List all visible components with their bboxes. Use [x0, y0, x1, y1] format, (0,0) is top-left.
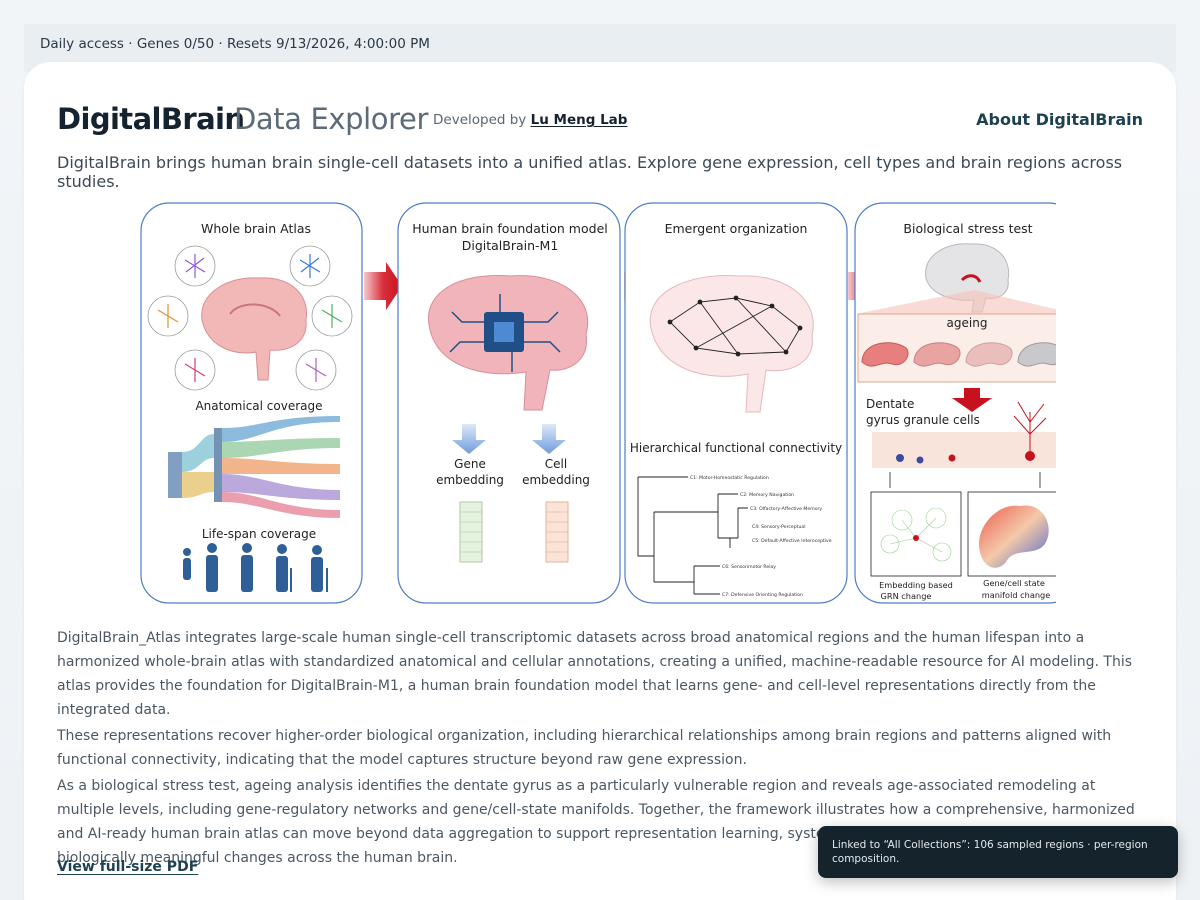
- down-arrow-gene: [452, 424, 486, 454]
- cell-glyph: [184, 358, 206, 382]
- panel-foundation-model: Human brain foundation model DigitalBrai…: [397, 202, 621, 604]
- lifespan-people: [183, 543, 328, 592]
- leaf-c2: C2: Memory Navigation: [740, 492, 794, 498]
- panel-emergent-organization: Emergent organization Hierarchical funct…: [624, 202, 848, 604]
- person-icon: [241, 543, 253, 592]
- dentate-label-1: Dentate: [866, 397, 914, 411]
- brain-illustration: [201, 277, 307, 381]
- sankey-flow: [222, 458, 340, 474]
- developed-by-prefix: Developed by: [433, 112, 531, 128]
- grn-network: [880, 507, 952, 562]
- panel-2-title-line1: Human brain foundation model: [412, 221, 607, 236]
- leaf-c1: C1: Motor-Homeostatic Regulation: [690, 475, 769, 481]
- sankey-node: [214, 428, 222, 502]
- ageing-label: ageing: [947, 316, 988, 330]
- panel-2-frame: [397, 202, 621, 604]
- toast-notification: Linked to “All Collections”: 106 sampled…: [818, 826, 1178, 878]
- panel-4-title: Biological stress test: [903, 221, 1032, 236]
- leaf-c4: C4: Sensory-Perceptual: [752, 524, 805, 530]
- cell-label-1: Cell: [545, 457, 567, 471]
- brand-title: DigitalBrain: [57, 102, 245, 136]
- manifold-label-2: manifold change: [982, 590, 1051, 600]
- leaf-c6: C6: Sensorimotor Relay: [722, 564, 776, 570]
- gene-label-2: embedding: [436, 473, 504, 487]
- sankey-flow: [222, 474, 340, 500]
- gene-embedding-vector: [459, 501, 483, 563]
- sankey-flow: [222, 492, 340, 518]
- developed-by: Developed by Lu Meng Lab: [433, 112, 627, 128]
- grn-plot-frame: [870, 491, 962, 577]
- view-pdf-link[interactable]: View full-size PDF: [57, 859, 199, 875]
- lifespan-coverage-label: Life-span coverage: [202, 527, 316, 541]
- cell-glyph: [305, 358, 327, 382]
- grn-label-2: GRN change: [881, 591, 932, 601]
- panel-2-title-line2: DigitalBrain-M1: [462, 238, 559, 253]
- chip-core: [494, 322, 514, 342]
- grn-hub: [913, 535, 919, 541]
- lab-link[interactable]: Lu Meng Lab: [530, 112, 628, 128]
- chip-traces: [449, 294, 561, 372]
- manifold-shape: [978, 505, 1049, 568]
- page-header: DigitalBrain Data Explorer Developed by …: [57, 100, 1143, 140]
- dentate-label-2: gyrus granule cells: [866, 413, 980, 427]
- sankey-flow: [182, 434, 214, 472]
- down-arrow-red: [952, 388, 992, 412]
- intro-text: DigitalBrain brings human brain single-c…: [57, 153, 1123, 191]
- description-paragraph-2: These representations recover higher-ord…: [57, 728, 1112, 768]
- about-link[interactable]: About DigitalBrain: [976, 110, 1143, 129]
- neuron-dendrites: [1013, 401, 1047, 452]
- cell-glyph: [157, 304, 179, 328]
- leaf-c5: C5: Default-Affective Interoceptive: [752, 538, 832, 544]
- brain-network-illustration: [649, 275, 814, 413]
- sankey-flow: [222, 438, 340, 458]
- cell-glyph: [299, 254, 321, 278]
- anatomical-sankey: [168, 416, 340, 518]
- person-icon: [276, 544, 292, 592]
- panel-whole-brain-atlas: Whole brain Atlas Anatomical c: [140, 202, 363, 604]
- description-paragraph-1: DigitalBrain_Atlas integrates large-scal…: [57, 630, 1133, 718]
- anatomical-coverage-label: Anatomical coverage: [195, 399, 322, 413]
- split-arrows: [889, 472, 1041, 488]
- tissue-strip: [872, 432, 1056, 468]
- cell-glyph: [184, 254, 206, 278]
- manifold-label-1: Gene/cell state: [983, 578, 1045, 588]
- granule-cells: [896, 451, 1035, 464]
- dendrogram-leaves: C1: Motor-Homeostatic Regulation C2: Mem…: [690, 475, 832, 598]
- cell-label-2: embedding: [522, 473, 590, 487]
- daily-access-text: Daily access · Genes 0/50 · Resets 9/13/…: [40, 36, 430, 52]
- cell-glyphs: [157, 254, 343, 382]
- description: DigitalBrain_Atlas integrates large-scal…: [57, 626, 1147, 872]
- panel-1-title: Whole brain Atlas: [201, 221, 311, 236]
- leaf-c3: C3: Olfactory-Affective Memory: [750, 506, 822, 512]
- hierarchical-connectivity-label: Hierarchical functional connectivity: [630, 441, 842, 455]
- sankey-node: [168, 452, 182, 498]
- zoom-cone: [856, 290, 1056, 314]
- panel-3-title: Emergent organization: [665, 221, 808, 236]
- person-icon: [183, 548, 191, 580]
- main-card: DigitalBrain Data Explorer Developed by …: [24, 62, 1176, 900]
- grn-label-1: Embedding based: [879, 580, 953, 590]
- sankey-flow: [222, 416, 340, 442]
- toast-text: Linked to “All Collections”: 106 sampled…: [832, 839, 1148, 865]
- cell-embedding-vector: [545, 501, 569, 563]
- overview-figure: Whole brain Atlas Anatomical c: [140, 202, 1056, 604]
- network-nodes: [667, 295, 803, 357]
- flow-arrow-1: [364, 262, 402, 310]
- panel-stress-test: Biological stress test ageing Dentate gy…: [854, 202, 1056, 604]
- down-arrow-cell: [532, 424, 566, 454]
- person-icon: [206, 543, 218, 592]
- panel-1-frame: [140, 202, 363, 604]
- leaf-c7: C7: Defensive Orienting Regulation: [722, 592, 803, 598]
- sankey-flow: [182, 472, 214, 498]
- cell-glyph: [321, 304, 343, 328]
- page-subtitle: Data Explorer: [234, 102, 429, 136]
- dendrogram: [637, 476, 748, 595]
- ageing-hippocampus-series: [861, 342, 1056, 367]
- person-icon: [311, 545, 328, 592]
- brain-fold: [229, 303, 281, 317]
- hippocampus-highlight: [960, 274, 982, 283]
- gene-label-1: Gene: [454, 457, 486, 471]
